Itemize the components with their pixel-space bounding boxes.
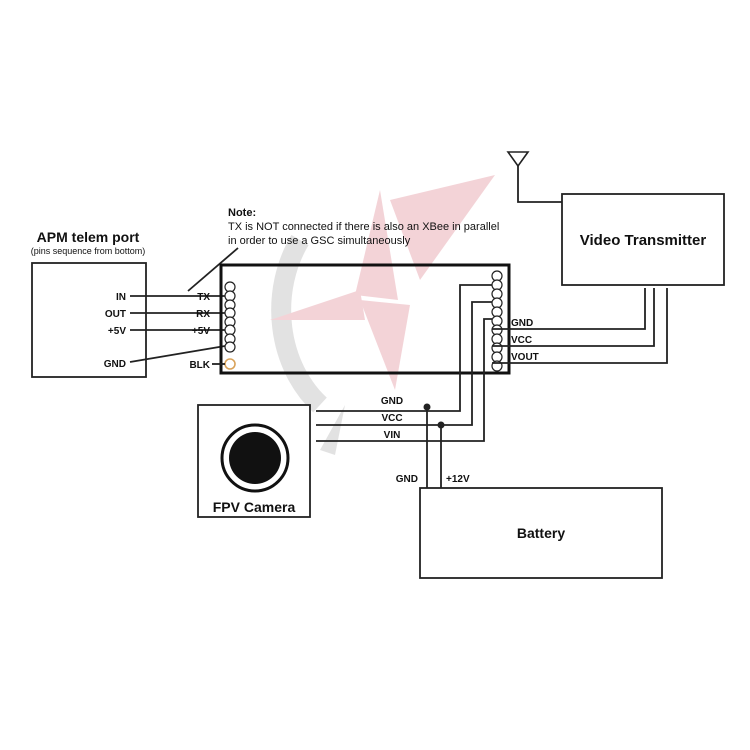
osd-pin-vcc: VCC bbox=[511, 335, 532, 346]
camera-wire-gnd: GND bbox=[381, 396, 403, 407]
battery-gnd-label: GND bbox=[396, 474, 418, 485]
note-line-1: TX is NOT connected if there is also an … bbox=[228, 221, 499, 233]
osd-pin-rx: RX bbox=[196, 309, 210, 320]
watermark-logo bbox=[270, 175, 495, 455]
camera-wire-vin: VIN bbox=[384, 430, 401, 441]
osd-pin-gnd: GND bbox=[511, 318, 533, 329]
video-transmitter-box bbox=[561, 193, 725, 286]
fpv-camera-title: FPV Camera bbox=[213, 499, 296, 515]
osd-board bbox=[219, 263, 511, 375]
battery-title: Battery bbox=[517, 525, 565, 541]
apm-pin-gnd: GND bbox=[104, 359, 126, 370]
apm-title: APM telem port bbox=[37, 229, 140, 245]
wire-vtx-vcc bbox=[492, 288, 655, 347]
apm-port-box bbox=[31, 262, 147, 378]
wire-vtx-gnd bbox=[492, 288, 646, 330]
battery-box bbox=[419, 487, 663, 579]
apm-pin-in: IN bbox=[116, 292, 126, 303]
note-heading: Note: bbox=[228, 207, 256, 219]
wire-osd-gnd-bus bbox=[316, 284, 492, 412]
note-line-2: in order to use a GSC simultaneously bbox=[228, 235, 411, 247]
apm-subtitle: (pins sequence from bottom) bbox=[31, 246, 146, 256]
camera-lens-icon bbox=[220, 423, 290, 493]
apm-pin-5v: +5V bbox=[108, 326, 126, 337]
wire-vtx-vout bbox=[492, 288, 668, 364]
camera-wire-vcc: VCC bbox=[381, 413, 402, 424]
osd-right-header bbox=[491, 270, 503, 372]
osd-pin-vout: VOUT bbox=[511, 352, 539, 363]
osd-pin-tx: TX bbox=[197, 292, 210, 303]
wire-osd-vin-bus bbox=[316, 318, 492, 442]
osd-pin-blk: BLK bbox=[189, 360, 210, 371]
osd-pin-5v: +5V bbox=[192, 326, 210, 337]
note-pointer bbox=[187, 247, 239, 292]
wire-gnd bbox=[129, 345, 226, 363]
video-transmitter-title: Video Transmitter bbox=[580, 232, 707, 249]
antenna-icon bbox=[506, 151, 562, 203]
wire-osd-vcc-bus bbox=[316, 301, 492, 426]
osd-left-header bbox=[224, 281, 236, 370]
apm-pin-out: OUT bbox=[105, 309, 126, 320]
battery-12v-label: +12V bbox=[446, 474, 470, 485]
